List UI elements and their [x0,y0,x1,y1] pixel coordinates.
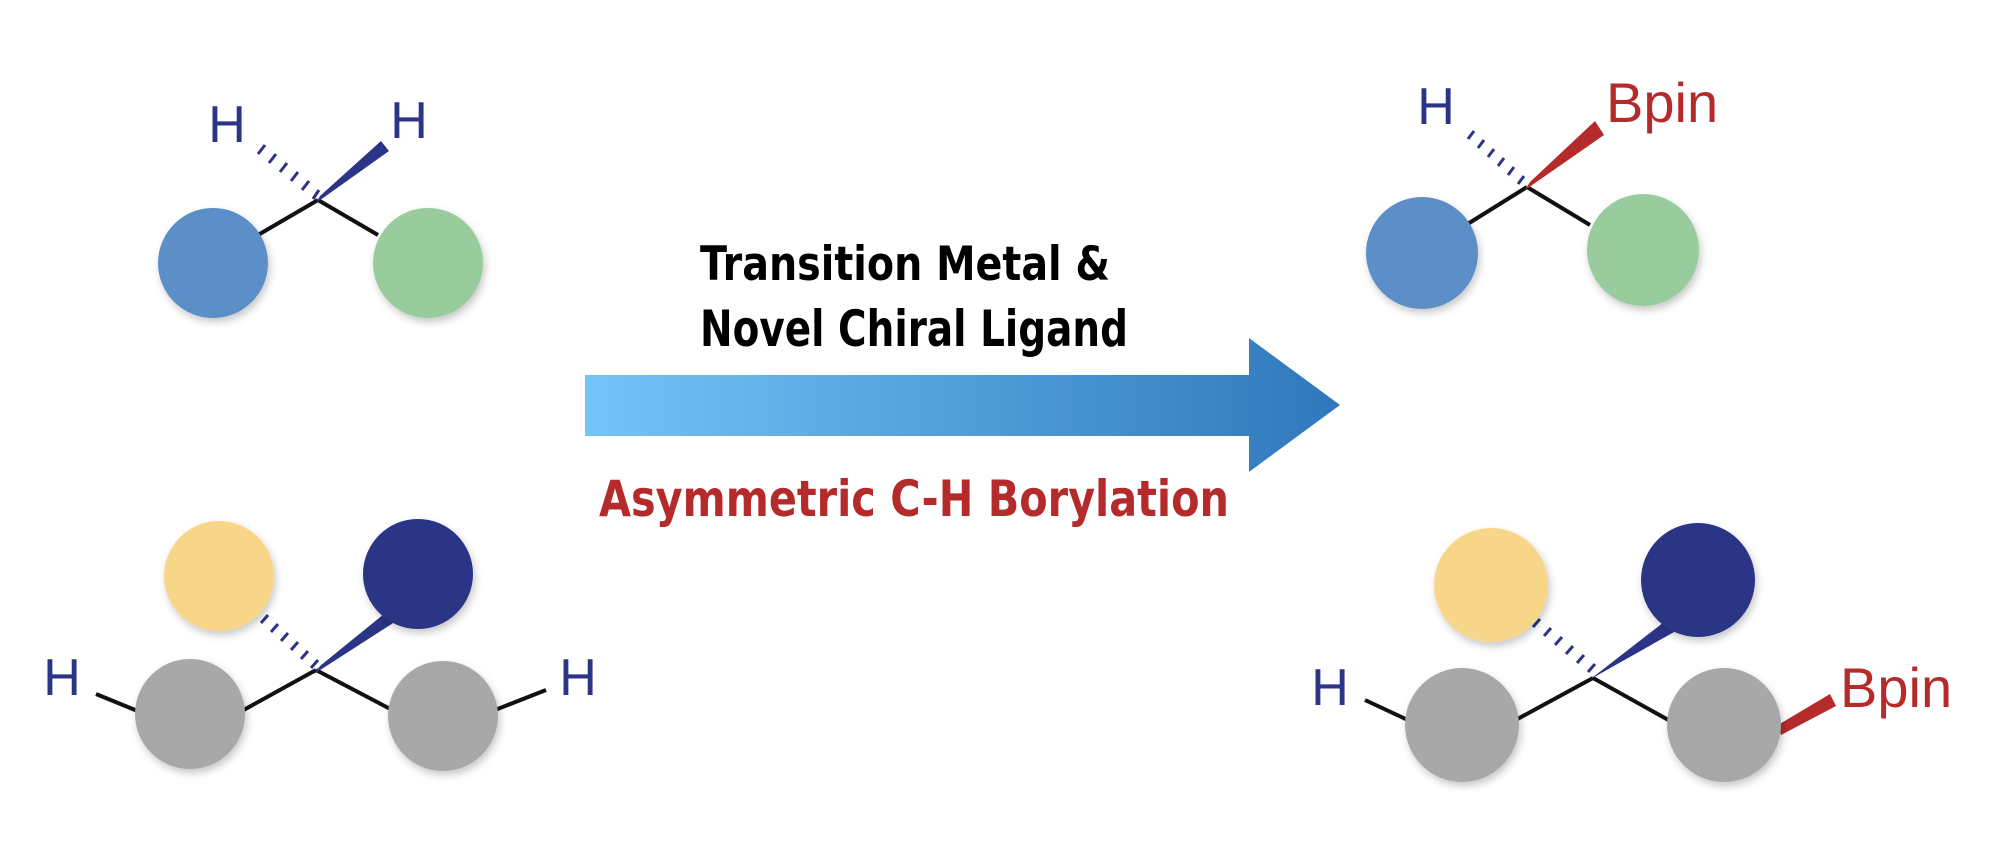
reaction-name: Asymmetric C-H Borylation [599,470,1229,528]
circle-blue [158,208,268,318]
circle-gray [1667,668,1781,782]
bond [256,198,320,237]
circle-blue [1366,197,1478,309]
bond [1511,676,1594,724]
circle-navy [363,519,473,629]
hydrogen-label: H [559,649,597,707]
circle-gray [135,659,245,769]
wedge-bond [1778,694,1836,735]
condition-line-2: Novel Chiral Ligand [700,300,1128,358]
product-1: H Bpin [1366,71,1718,309]
bond [95,692,141,714]
bond [1364,698,1413,724]
circle-gray [388,661,498,771]
bond [1464,185,1529,227]
condition-line-1: Transition Metal & [700,237,1110,292]
circle-gray [1405,668,1519,782]
bpin-label: Bpin [1606,71,1718,134]
hydrogen-label: H [43,649,81,707]
hashed-bond [256,144,321,200]
wedge-bond [316,141,389,203]
substrate-2: H H [43,519,597,771]
product-2: H Bpin [1311,523,1952,782]
bond [489,688,547,714]
hydrogen-label: H [1311,659,1349,717]
bond [315,668,397,714]
circle-yellow [1434,528,1548,642]
wedge-bond [314,605,404,674]
wedge-bond [1525,121,1604,190]
reaction-arrow-icon [585,338,1340,472]
circle-green [373,208,483,318]
circle-green [1587,194,1699,306]
bond [1592,676,1673,724]
hashed-bond [1466,130,1526,185]
bpin-label: Bpin [1840,656,1952,719]
hydrogen-label: H [208,96,246,154]
circle-navy [1641,523,1755,637]
bond [1525,185,1592,227]
bond [316,198,380,237]
substrate-1: H H [158,92,483,318]
hydrogen-label: H [1417,78,1455,136]
hashed-bond [259,614,320,669]
hydrogen-label: H [390,92,428,150]
wedge-bond [1589,615,1683,680]
hashed-bond [1531,618,1597,673]
bond [239,668,317,714]
circle-yellow [164,521,274,631]
